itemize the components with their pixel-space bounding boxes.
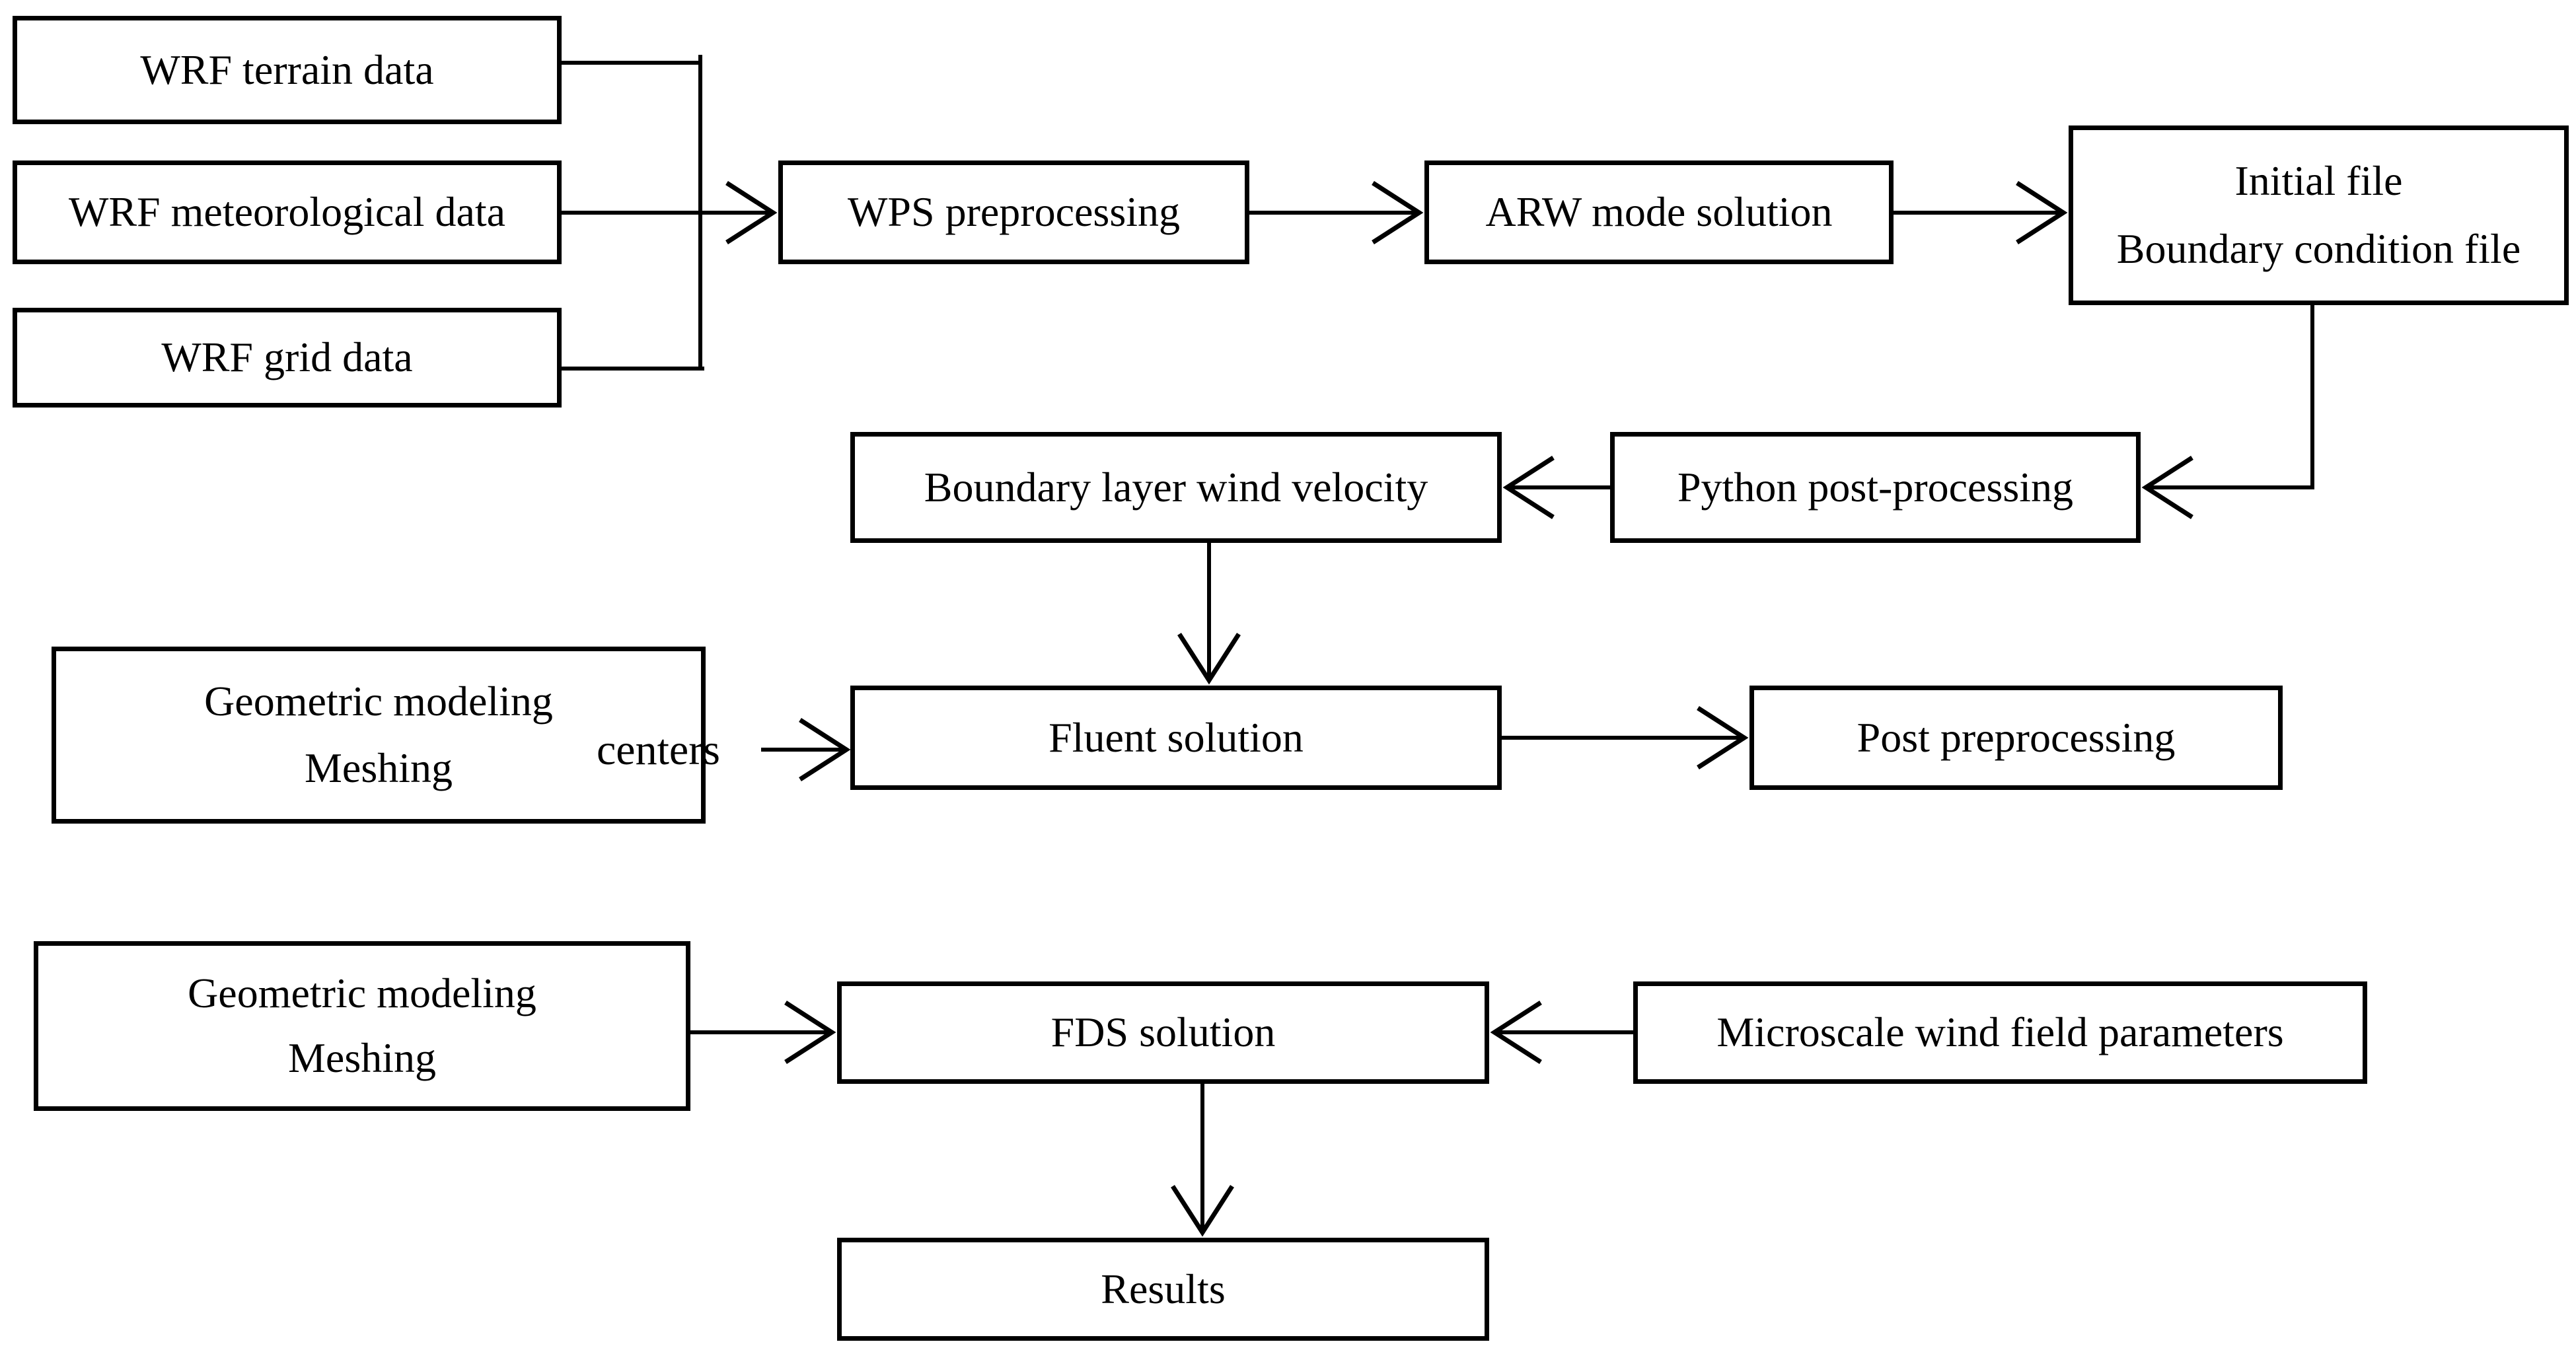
node-initial-boundary-file: Initial file Boundary condition file xyxy=(2069,125,2569,305)
node-label-line1: Geometric modeling xyxy=(204,678,553,725)
node-label: WPS preprocessing xyxy=(847,188,1181,236)
node-fds-solution: FDS solution xyxy=(837,981,1489,1084)
node-label-line1: Initial file xyxy=(2234,157,2403,205)
node-wrf-meteorological-data: WRF meteorological data xyxy=(13,160,562,264)
node-label: Fluent solution xyxy=(1049,713,1304,761)
node-wrf-terrain-data: WRF terrain data xyxy=(13,16,562,124)
node-label-line2: Meshing xyxy=(305,744,453,792)
node-label: WRF terrain data xyxy=(140,46,434,93)
node-microscale-wind-field-parameters: Microscale wind field parameters xyxy=(1633,981,2367,1084)
node-results: Results xyxy=(837,1238,1489,1341)
node-geometric-modeling-meshing-1: Geometric modeling Meshing xyxy=(52,647,706,824)
node-label: FDS solution xyxy=(1050,1009,1276,1056)
node-post-preprocessing: Post preprocessing xyxy=(1749,686,2283,790)
node-wrf-grid-data: WRF grid data xyxy=(13,308,562,408)
node-boundary-layer-wind-velocity: Boundary layer wind velocity xyxy=(850,432,1502,543)
node-label-line2: Meshing xyxy=(288,1034,436,1081)
node-label: WRF grid data xyxy=(161,334,413,381)
centers-connector-label: centers xyxy=(597,726,720,774)
node-label: WRF meteorological data xyxy=(68,188,506,236)
node-label: Results xyxy=(1101,1265,1226,1312)
node-label: ARW mode solution xyxy=(1485,188,1833,236)
node-python-post-processing: Python post-processing xyxy=(1610,432,2141,543)
node-label: Python post-processing xyxy=(1677,463,2074,511)
edge-initial-file-to-python xyxy=(2141,305,2314,519)
node-label: Boundary layer wind velocity xyxy=(924,463,1428,511)
node-arw-mode-solution: ARW mode solution xyxy=(1424,160,1894,264)
node-label: Post preprocessing xyxy=(1857,713,2176,761)
node-label-line2: Boundary condition file xyxy=(2116,225,2521,272)
node-label: Microscale wind field parameters xyxy=(1716,1009,2284,1056)
node-label-line1: Geometric modeling xyxy=(188,970,536,1017)
node-wps-preprocessing: WPS preprocessing xyxy=(778,160,1249,264)
node-geometric-modeling-meshing-2: Geometric modeling Meshing xyxy=(34,941,690,1111)
node-fluent-solution: Fluent solution xyxy=(850,686,1502,790)
